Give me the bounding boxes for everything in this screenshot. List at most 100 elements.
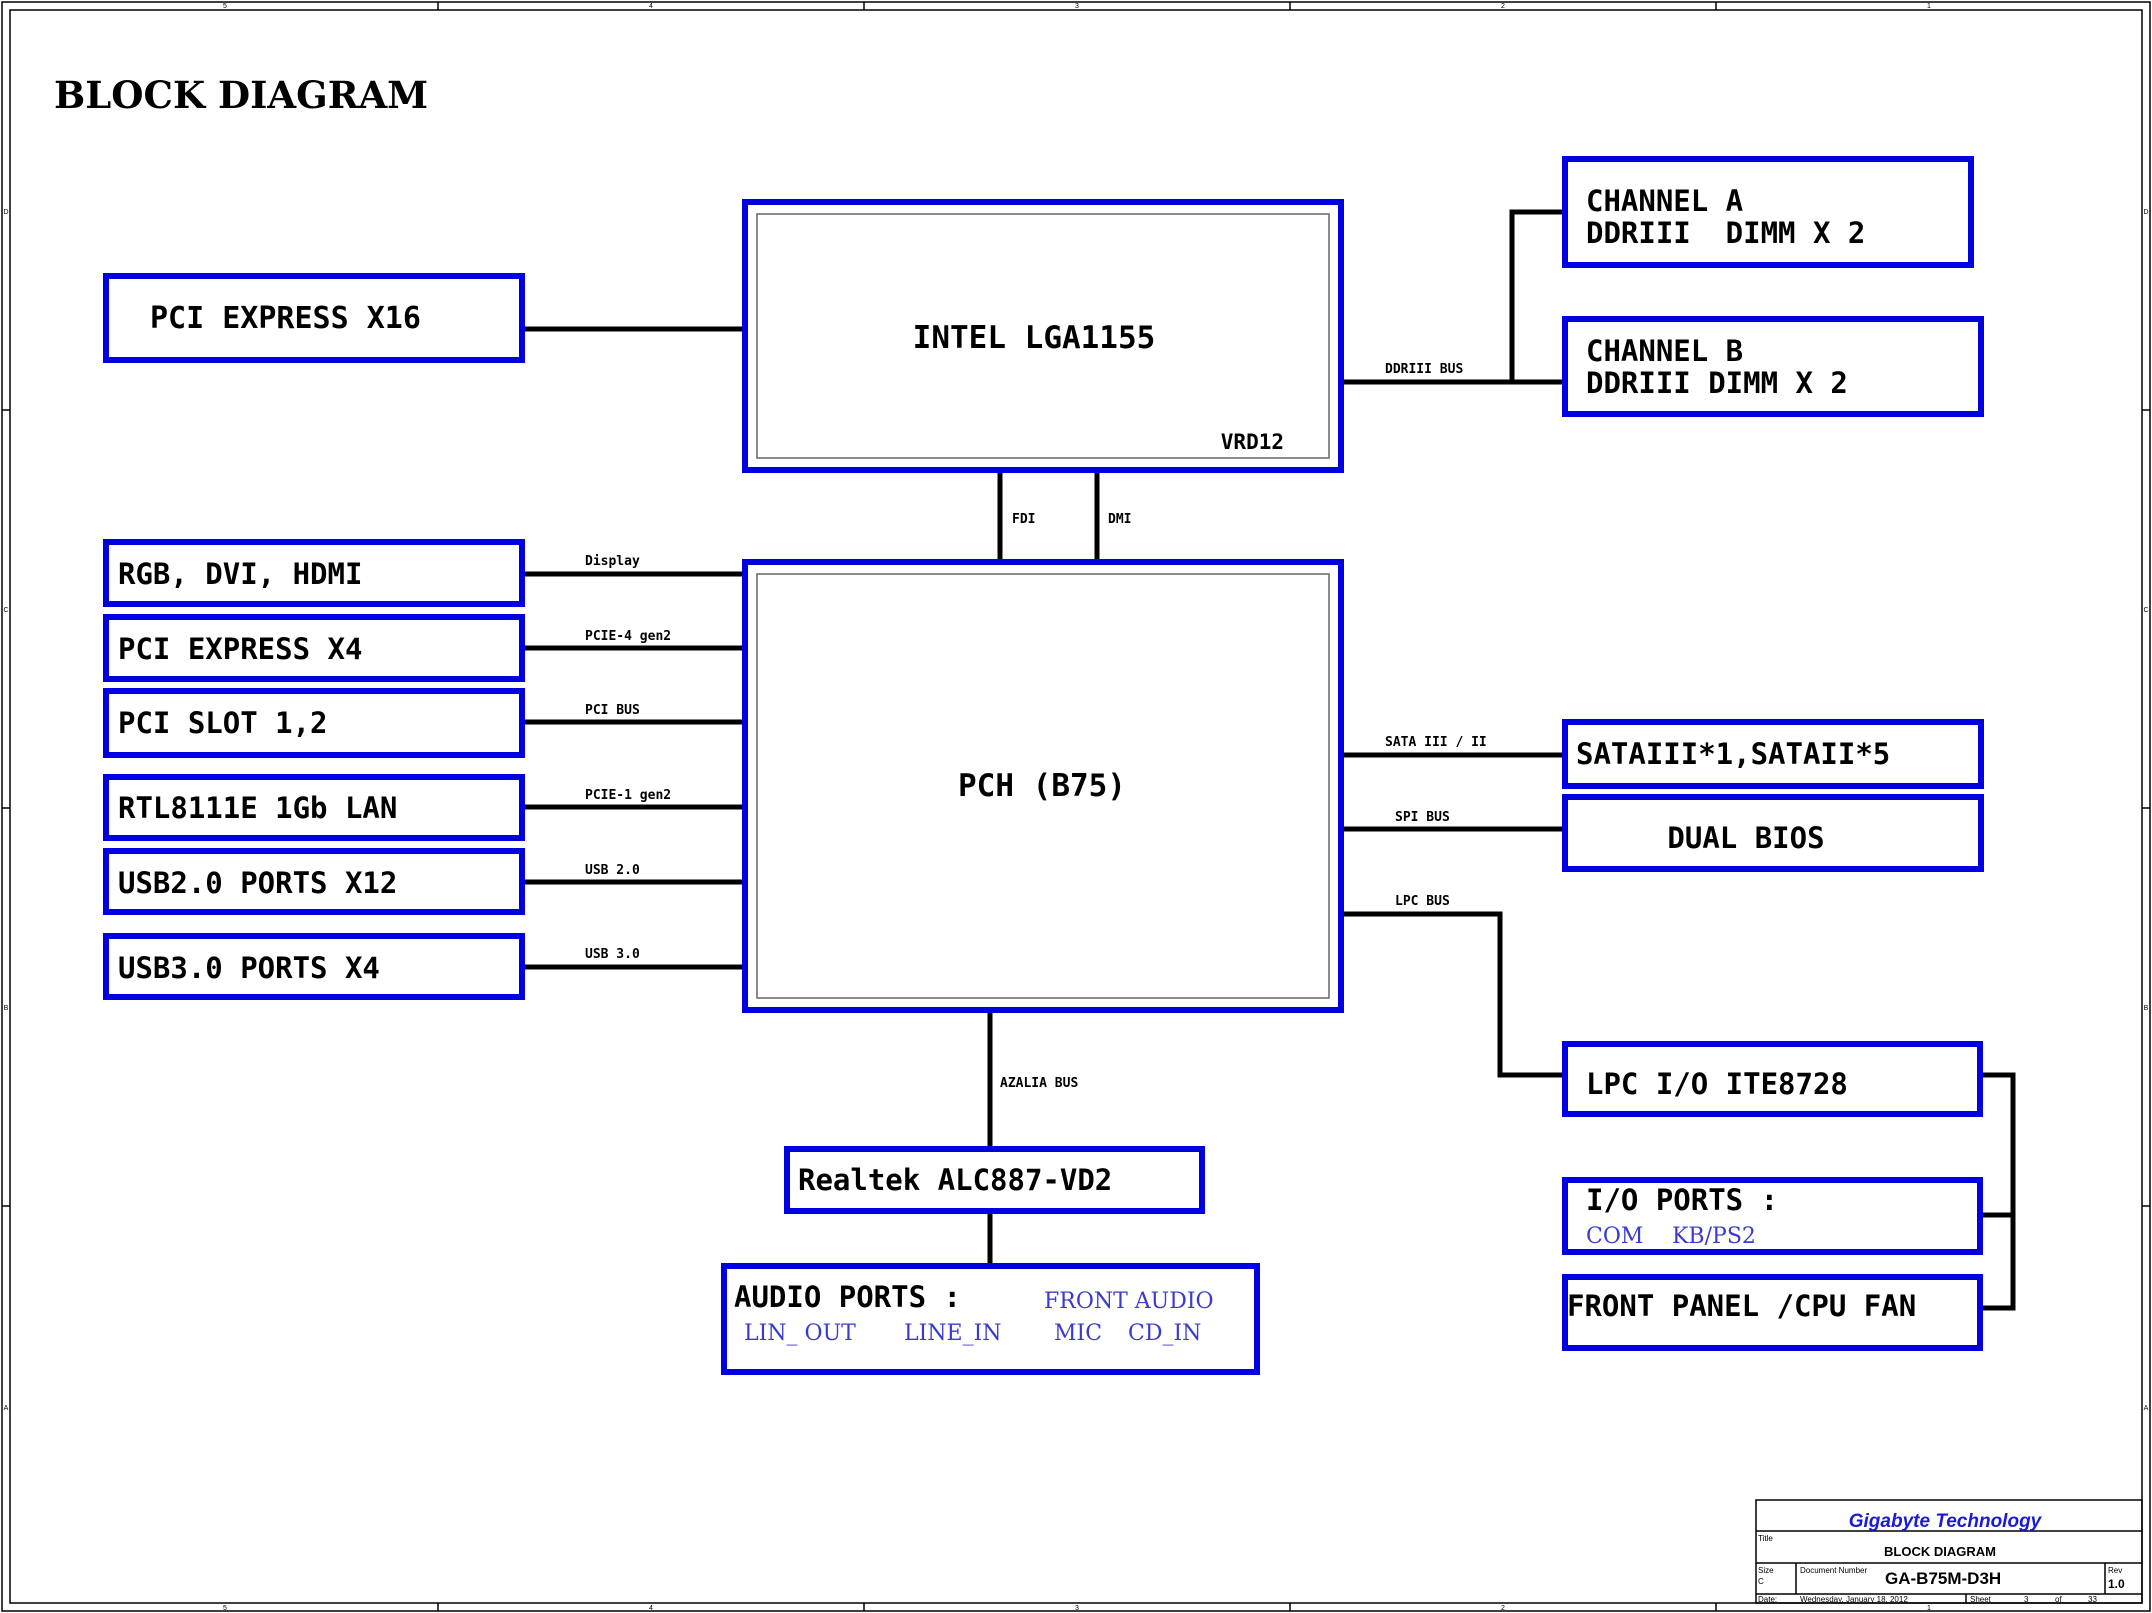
- left-device-usb3: USB3.0 PORTS X4: [103, 933, 525, 1000]
- size-value: C: [1758, 1577, 1764, 1586]
- lpc-io-label: LPC I/O ITE8728: [1586, 1067, 1848, 1101]
- frame-tick-right-2: C: [2143, 607, 2148, 614]
- left-device-label: RGB, DVI, HDMI: [118, 557, 362, 591]
- sheet-value: 3: [2024, 1595, 2029, 1604]
- io-port-kbps2: KB/PS2: [1672, 1224, 1756, 1249]
- bus-label-lpc: LPC BUS: [1395, 894, 1450, 909]
- pch-block: PCH (B75): [742, 559, 1344, 1013]
- audio-port-cd-in: CD_IN: [1128, 1321, 1201, 1346]
- of-caption: of: [2055, 1595, 2062, 1604]
- memory-channel-a: CHANNEL A DDRIII DIMM X 2: [1562, 156, 1974, 268]
- docnum-value: GA-B75M-D3H: [1885, 1569, 2001, 1588]
- channel-a-line1: CHANNEL A: [1586, 184, 1743, 218]
- lpc-io-block: LPC I/O ITE8728: [1562, 1041, 1983, 1117]
- front-panel-label: FRONT PANEL /CPU FAN: [1567, 1289, 1916, 1323]
- frame-tick-bottom-5: 1: [1927, 1605, 1931, 1612]
- left-device-pcie-x4: PCI EXPRESS X4: [103, 614, 525, 682]
- frame-tick-top-2: 4: [649, 3, 653, 10]
- audio-port-mic: MIC: [1054, 1321, 1102, 1346]
- bus-label-azalia: AZALIA BUS: [1000, 1076, 1078, 1091]
- title-block: Gigabyte Technology Title BLOCK DIAGRAM …: [1755, 1499, 2143, 1604]
- frame-tick-left-2: C: [3, 607, 8, 614]
- frame-tick-bottom-1: 5: [223, 1605, 227, 1612]
- left-device-label: USB2.0 PORTS X12: [118, 866, 397, 900]
- frame-tick-bottom-4: 2: [1501, 1605, 1505, 1612]
- frame-tick-top-5: 1: [1927, 3, 1931, 10]
- rev-value: 1.0: [2108, 1577, 2125, 1591]
- audio-codec-label: Realtek ALC887-VD2: [798, 1163, 1112, 1197]
- frame-tick-left-4: A: [4, 1405, 9, 1412]
- memory-channel-b: CHANNEL B DDRIII DIMM X 2: [1562, 316, 1984, 417]
- sheet-caption: Sheet: [1970, 1595, 1992, 1604]
- frame-tick-bottom-3: 3: [1075, 1605, 1079, 1612]
- audio-port-line-in: LINE_IN: [904, 1321, 1002, 1346]
- bus-label-ddr: DDRIII BUS: [1385, 362, 1463, 377]
- bus-label-pcie4: PCIE-4 gen2: [585, 629, 671, 644]
- bus-label-sata: SATA III / II: [1385, 735, 1487, 750]
- title-value: BLOCK DIAGRAM: [1884, 1544, 1996, 1559]
- left-device-lan: RTL8111E 1Gb LAN: [103, 774, 525, 841]
- pcie-x16-label: PCI EXPRESS X16: [150, 301, 421, 336]
- page-title: BLOCK DIAGRAM: [54, 73, 428, 117]
- bus-label-usb2: USB 2.0: [585, 863, 640, 878]
- pch-label: PCH (B75): [958, 768, 1126, 804]
- channel-b-line2: DDRIII DIMM X 2: [1586, 366, 1848, 400]
- frame-tick-top-1: 5: [223, 3, 227, 10]
- io-ports-label: I/O PORTS :: [1586, 1183, 1778, 1217]
- cpu-vrd-label: VRD12: [1221, 430, 1284, 454]
- bus-label-dmi: DMI: [1108, 512, 1131, 527]
- wire-lpc-sideband: [1980, 1072, 2016, 1311]
- audio-port-front-audio: FRONT AUDIO: [1044, 1289, 1214, 1314]
- frame-tick-right-1: D: [2143, 209, 2148, 216]
- company-name: Gigabyte Technology: [1849, 1511, 2043, 1532]
- bus-label-spi: SPI BUS: [1395, 810, 1450, 825]
- title-caption: Title: [1758, 1534, 1773, 1543]
- bus-label-pci: PCI BUS: [585, 703, 640, 718]
- frame-tick-right-3: B: [2144, 1005, 2149, 1012]
- wire-lpc: [1341, 911, 1565, 1078]
- channel-a-line2: DDRIII DIMM X 2: [1586, 216, 1865, 250]
- sata-block: SATAIII*1,SATAII*5: [1562, 719, 1984, 789]
- audio-port-line-out: LIN_ OUT: [744, 1321, 856, 1346]
- audio-ports-label: AUDIO PORTS :: [734, 1280, 961, 1314]
- wire-ddr-channel-a: [1509, 209, 1565, 382]
- sata-label: SATAIII*1,SATAII*5: [1576, 737, 1890, 771]
- left-device-label: USB3.0 PORTS X4: [118, 951, 380, 985]
- frame-tick-top-4: 2: [1501, 3, 1505, 10]
- bus-label-usb3: USB 3.0: [585, 947, 640, 962]
- date-caption: Date:: [1758, 1595, 1777, 1604]
- frame-tick-left-3: B: [4, 1005, 9, 1012]
- cpu-label: INTEL LGA1155: [913, 320, 1156, 356]
- bus-label-display: Display: [585, 554, 640, 569]
- frame-tick-left-1: D: [3, 209, 8, 216]
- frame-tick-bottom-2: 4: [649, 1605, 653, 1612]
- left-device-label: PCI EXPRESS X4: [118, 632, 362, 666]
- frame-tick-top-3: 3: [1075, 3, 1079, 10]
- audio-ports-block: AUDIO PORTS : FRONT AUDIO LIN_ OUT LINE_…: [721, 1263, 1260, 1375]
- front-panel-block: FRONT PANEL /CPU FAN: [1562, 1274, 1983, 1351]
- sheet-total: 33: [2088, 1595, 2097, 1604]
- io-port-com: COM: [1586, 1224, 1643, 1249]
- bios-label: DUAL BIOS: [1667, 821, 1824, 855]
- left-device-usb2: USB2.0 PORTS X12: [103, 848, 525, 915]
- left-device-label: PCI SLOT 1,2: [118, 706, 328, 740]
- left-device-rgb: RGB, DVI, HDMI: [103, 539, 525, 607]
- left-device-pci-slot: PCI SLOT 1,2: [103, 688, 525, 758]
- audio-codec-block: Realtek ALC887-VD2: [784, 1146, 1205, 1214]
- bios-block: DUAL BIOS: [1562, 794, 1984, 872]
- docnum-caption: Document Number: [1800, 1566, 1867, 1575]
- rev-caption: Rev: [2108, 1566, 2122, 1575]
- channel-b-line1: CHANNEL B: [1586, 334, 1743, 368]
- wires: [522, 209, 2016, 1311]
- frame-tick-right-4: A: [2144, 1405, 2149, 1412]
- cpu-block: INTEL LGA1155 VRD12: [742, 199, 1344, 473]
- size-caption: Size: [1758, 1566, 1774, 1575]
- io-ports-block: I/O PORTS : COM KB/PS2: [1562, 1177, 1983, 1255]
- date-value: Wednesday, January 18, 2012: [1800, 1595, 1908, 1604]
- left-device-label: RTL8111E 1Gb LAN: [118, 791, 397, 825]
- bus-label-pcie1: PCIE-1 gen2: [585, 788, 671, 803]
- pcie-x16-block: PCI EXPRESS X16: [103, 273, 525, 363]
- bus-label-fdi: FDI: [1012, 512, 1035, 527]
